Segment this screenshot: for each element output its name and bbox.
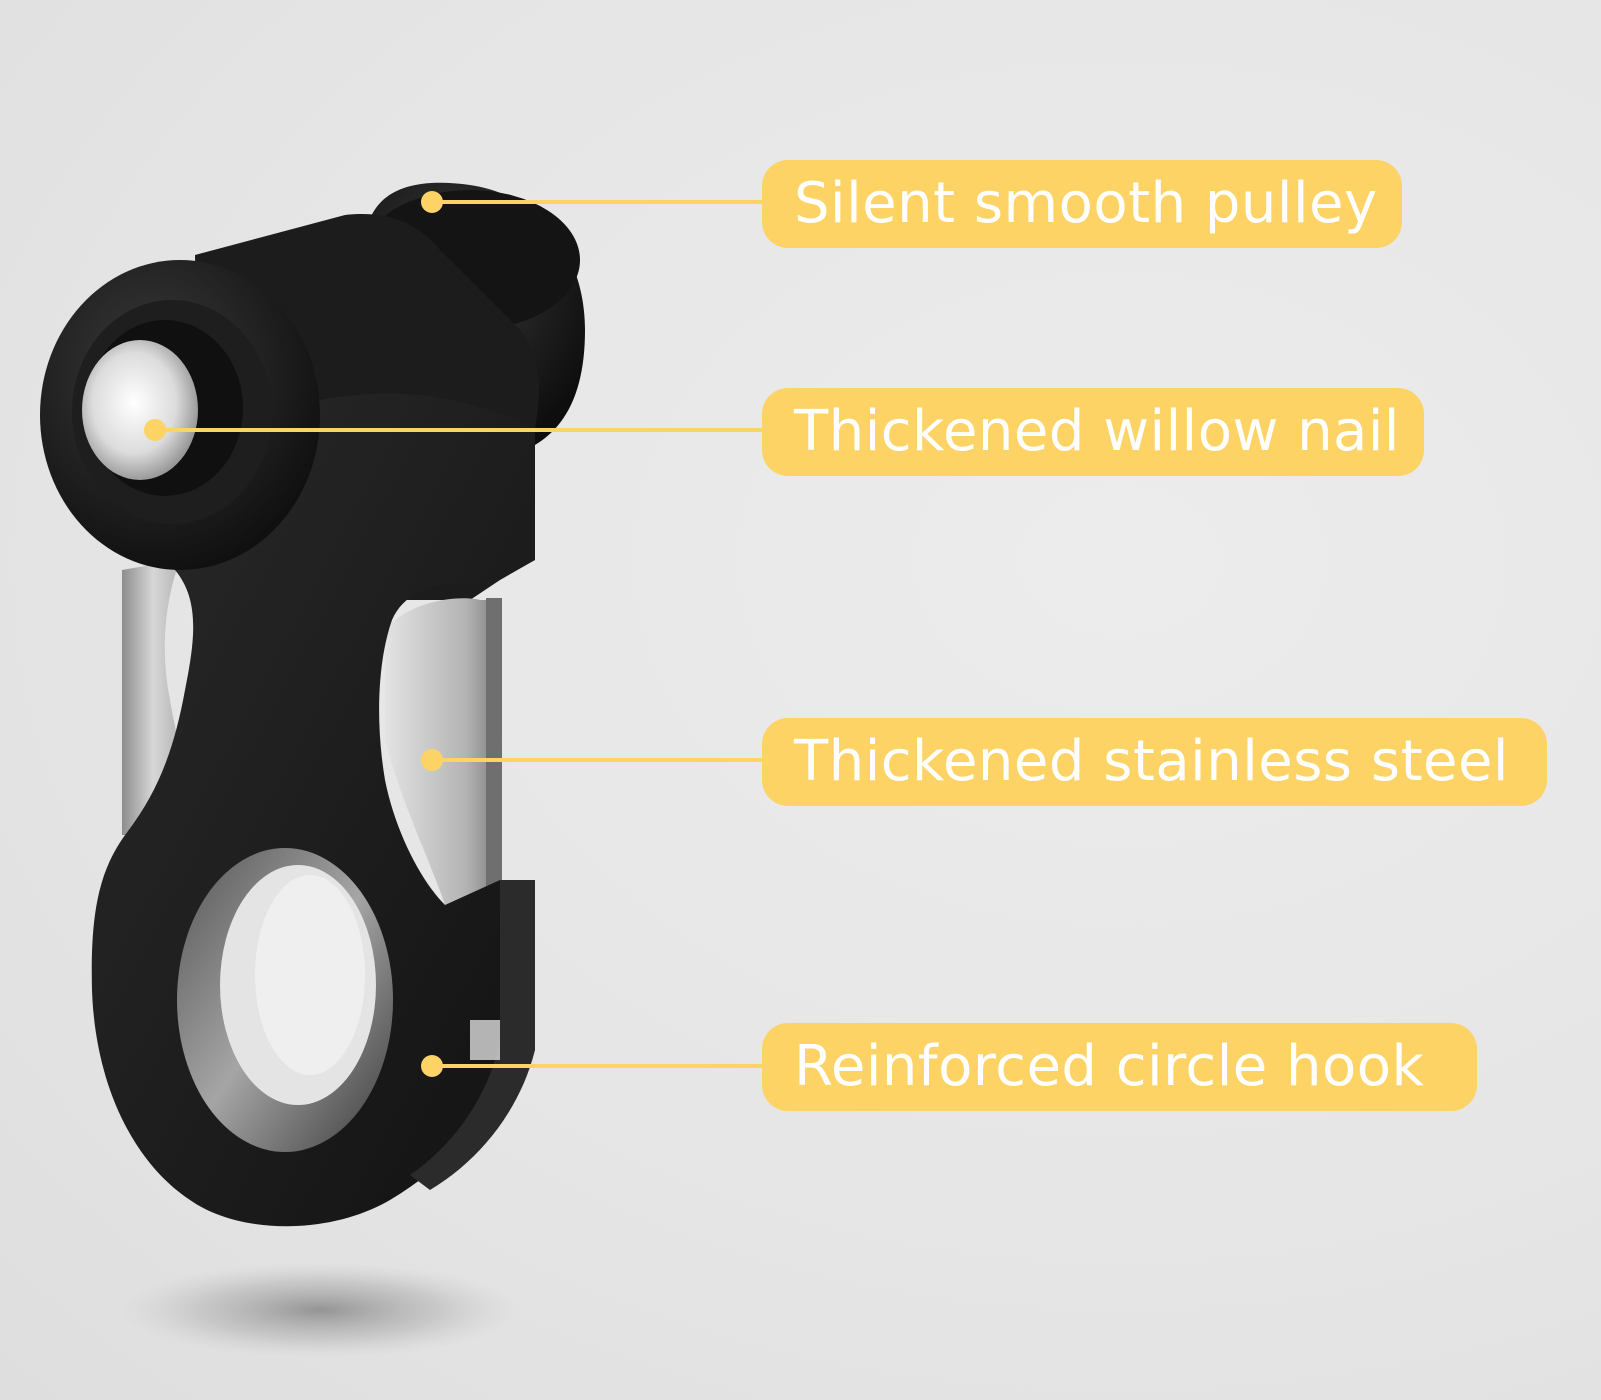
callout-dot-2: [144, 419, 166, 441]
drop-shadow: [120, 1262, 520, 1358]
steel-plate-edge: [486, 598, 502, 903]
callout-dots: [144, 191, 443, 1077]
callout-label-hook: Reinforced circle hook: [762, 1023, 1477, 1111]
hook-side-layer: [410, 880, 535, 1190]
callout-lines: [155, 200, 762, 1068]
steel-plate-right: [385, 598, 500, 905]
callout-dot-4: [421, 1055, 443, 1077]
circle-hook-ring: [177, 848, 393, 1152]
callout-label-nail: Thickened willow nail: [762, 388, 1424, 476]
callout-dot-3: [421, 749, 443, 771]
callout-dot-1: [421, 191, 443, 213]
callout-label-pulley: Silent smooth pulley: [762, 160, 1402, 248]
callout-label-steel: Thickened stainless steel: [762, 718, 1547, 806]
willow-nail: [82, 340, 198, 480]
side-slot: [470, 1020, 500, 1060]
